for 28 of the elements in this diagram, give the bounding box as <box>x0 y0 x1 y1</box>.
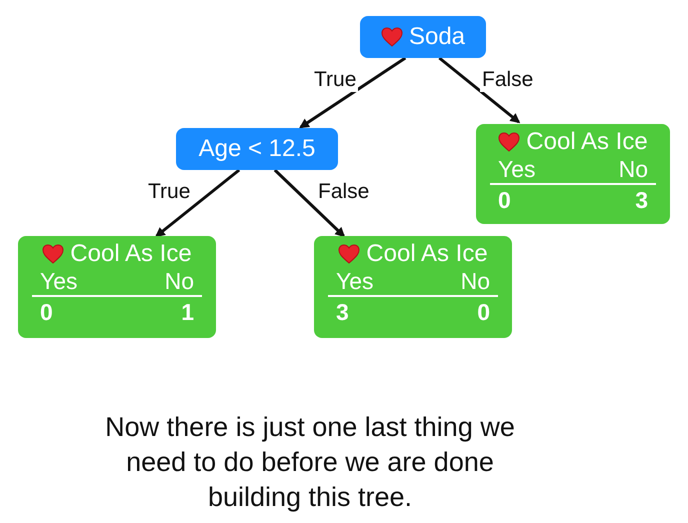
count-value: 0 <box>498 187 511 214</box>
decision-node-box <box>176 128 338 170</box>
leaf-node-box <box>18 236 216 338</box>
node-label: Age < 12.5 <box>198 135 316 163</box>
caption: Now there is just one last thing we need to do before we are done building this tree. <box>104 411 516 514</box>
arrow <box>299 56 406 128</box>
node-title: Cool As Ice <box>70 240 192 268</box>
column-header: Yes <box>40 268 78 295</box>
column-header: No <box>164 268 194 295</box>
count-value: 3 <box>336 299 349 326</box>
arrow <box>274 168 346 238</box>
column-header: Yes <box>336 268 374 295</box>
node-title: Cool As Ice <box>366 240 488 268</box>
column-header: No <box>460 268 490 295</box>
decision-node-box <box>360 16 486 58</box>
edge-label: False <box>480 68 536 92</box>
column-header: No <box>618 156 648 183</box>
arrow <box>155 168 240 238</box>
count-value: 3 <box>635 187 648 214</box>
leaf-node-box <box>476 124 670 224</box>
column-header: Yes <box>498 156 536 183</box>
leaf-node-box <box>314 236 512 338</box>
node-label: Soda <box>408 23 466 51</box>
node-title: Cool As Ice <box>526 128 648 156</box>
count-value: 0 <box>477 299 490 326</box>
count-value: 1 <box>181 299 194 326</box>
arrow <box>438 56 520 124</box>
count-value: 0 <box>40 299 53 326</box>
